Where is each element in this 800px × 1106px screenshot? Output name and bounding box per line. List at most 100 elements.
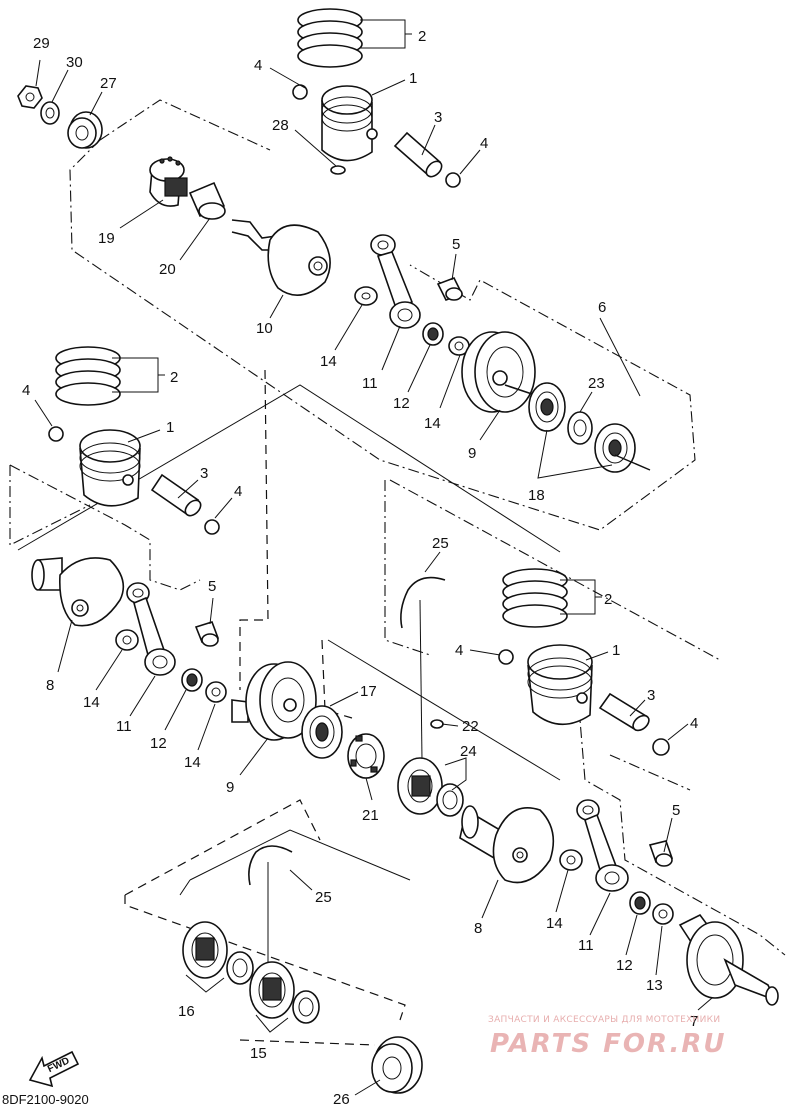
big-end-bearing [181,668,203,692]
connecting-rod [126,582,176,676]
piston-pin-clip [48,426,64,442]
callout-14: 14 [83,694,100,711]
callout-4: 4 [22,382,30,399]
callout-12: 12 [393,395,410,412]
callout-17: 17 [360,683,377,700]
small-end-bearing [436,276,464,302]
callout-13: 13 [646,977,663,994]
assembly-right [459,568,786,1006]
callout-2: 2 [418,28,426,45]
callout-12: 12 [150,735,167,752]
thrust-washer [115,629,139,651]
piston [321,85,378,162]
callout-4: 4 [480,135,488,152]
leader-lines [34,19,713,1096]
labyrinth-seal [347,733,385,779]
watermark-tagline: ЗАПЧАСТИ И АКСЕССУАРЫ ДЛЯ МОТОТЕХНИКИ [488,1015,720,1025]
callout-8: 8 [474,920,482,937]
crank-half [231,219,331,296]
piston-rings [297,8,363,68]
crank-half [459,805,555,884]
callout-21: 21 [362,807,379,824]
callout-29: 29 [33,35,50,52]
callout-25: 25 [432,535,449,552]
piston-pin-clip [652,738,670,756]
callout-6: 6 [598,299,606,316]
main-bearing [528,382,566,432]
callout-9: 9 [468,445,476,462]
nut [17,85,43,109]
piston-pin-clip [204,519,220,535]
piston-pin [598,692,650,732]
callout-8: 8 [46,677,54,694]
big-end-bearing [629,891,651,915]
callout-26: 26 [333,1091,350,1106]
callout-4: 4 [690,715,698,732]
crank-wheel [231,661,317,741]
callout-25: 25 [315,889,332,906]
callout-1: 1 [409,70,417,87]
needle-bearing [182,921,254,985]
crank-end [678,913,779,1006]
callout-23: 23 [588,375,605,392]
callout-14: 14 [184,754,201,771]
needle-bearing [149,156,188,207]
callout-14: 14 [320,353,337,370]
piston-pin-clip [292,84,308,100]
callout-1: 1 [166,419,174,436]
thrust-washer [354,286,378,306]
collar [188,181,226,220]
callout-20: 20 [159,261,176,278]
callout-1: 1 [612,642,620,659]
callout-3: 3 [200,465,208,482]
assembly-center [301,479,721,817]
callout-12: 12 [616,957,633,974]
drawing-code: 8DF2100-9020 [2,1092,89,1106]
piston [79,429,141,507]
piston-pin [150,473,202,517]
callout-2: 2 [604,591,612,608]
callout-24: 24 [460,743,477,760]
piston-pin [393,131,443,178]
callout-5: 5 [672,802,680,819]
connecting-rod [370,234,421,329]
callout-16: 16 [178,1003,195,1020]
connecting-rod [576,799,629,892]
callout-3: 3 [647,687,655,704]
thrust-washer [205,681,227,703]
needle-bearing [397,757,464,817]
callout-18: 18 [528,487,545,504]
circlip [248,845,293,886]
small-end-bearing [194,621,220,647]
callout-30: 30 [66,54,83,71]
callout-15: 15 [250,1045,267,1062]
thrust-washer [652,903,674,925]
callout-4: 4 [455,642,463,659]
small-end-bearing [648,840,674,867]
assembly-top [17,8,696,531]
callout-14: 14 [546,915,563,932]
assembly-bottom [124,799,423,1094]
callout-22: 22 [462,718,479,735]
callout-14: 14 [424,415,441,432]
big-end-bearing [422,322,444,346]
assembly-middle [9,346,561,741]
piston-pin-clip [498,649,514,665]
callout-labels: 2 1 4 3 4 29 30 27 28 19 20 10 14 11 12 … [22,28,698,1106]
callout-4: 4 [234,483,242,500]
washer [40,101,60,125]
callout-7: 7 [690,1013,698,1030]
watermark: ЗАПЧАСТИ И АКСЕССУАРЫ ДЛЯ МОТОТЕХНИКИ PA… [488,1015,725,1059]
needle-bearing [249,961,320,1024]
piston [527,644,593,726]
oil-seal [371,1036,423,1094]
callout-10: 10 [256,320,273,337]
callout-28: 28 [272,117,289,134]
callout-4: 4 [254,57,262,74]
callout-5: 5 [452,236,460,253]
callout-11: 11 [116,718,132,735]
callout-2: 2 [170,369,178,386]
labyrinth-seal [567,411,593,445]
thrust-washer [559,849,583,871]
